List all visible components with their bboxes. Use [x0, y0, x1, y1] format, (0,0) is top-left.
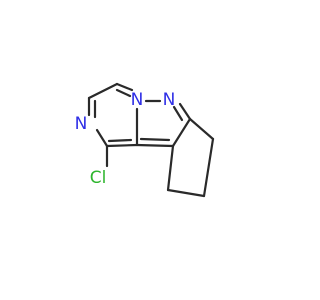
bond-c6-c1-inner [107, 138, 133, 143]
bond-c4-n5-inner [115, 88, 132, 98]
pyrazine-nitrogen-label: N [75, 114, 88, 134]
bond-c11-c12 [166, 188, 206, 198]
chlorine-atom-label: Cl [90, 168, 107, 188]
bond-n7-c8 [178, 102, 192, 121]
bond-c12-c9 [166, 144, 175, 192]
bond-c1-n2 [95, 128, 109, 148]
bond-c6-c1 [105, 143, 139, 148]
bond-n7-c8-inner [172, 105, 184, 122]
bond-c10-c11 [202, 137, 215, 198]
bond-c3-c4 [87, 82, 119, 100]
bond-c8-c9 [171, 117, 192, 148]
bonds [87, 82, 215, 198]
structure-diagram: Cl N N N [75, 82, 215, 198]
bond-c4-n5 [115, 82, 134, 92]
pyrazole-nitrogen-label: N [163, 90, 176, 110]
bond-c8-c10 [188, 117, 215, 141]
bridgehead-nitrogen-label: N [131, 90, 144, 110]
molecule-canvas: Cl N N N [74, 82, 215, 198]
bond-c9-c6-inner [139, 137, 171, 142]
atom-labels: Cl N N N [75, 90, 176, 188]
bond-c9-c6 [135, 143, 175, 148]
